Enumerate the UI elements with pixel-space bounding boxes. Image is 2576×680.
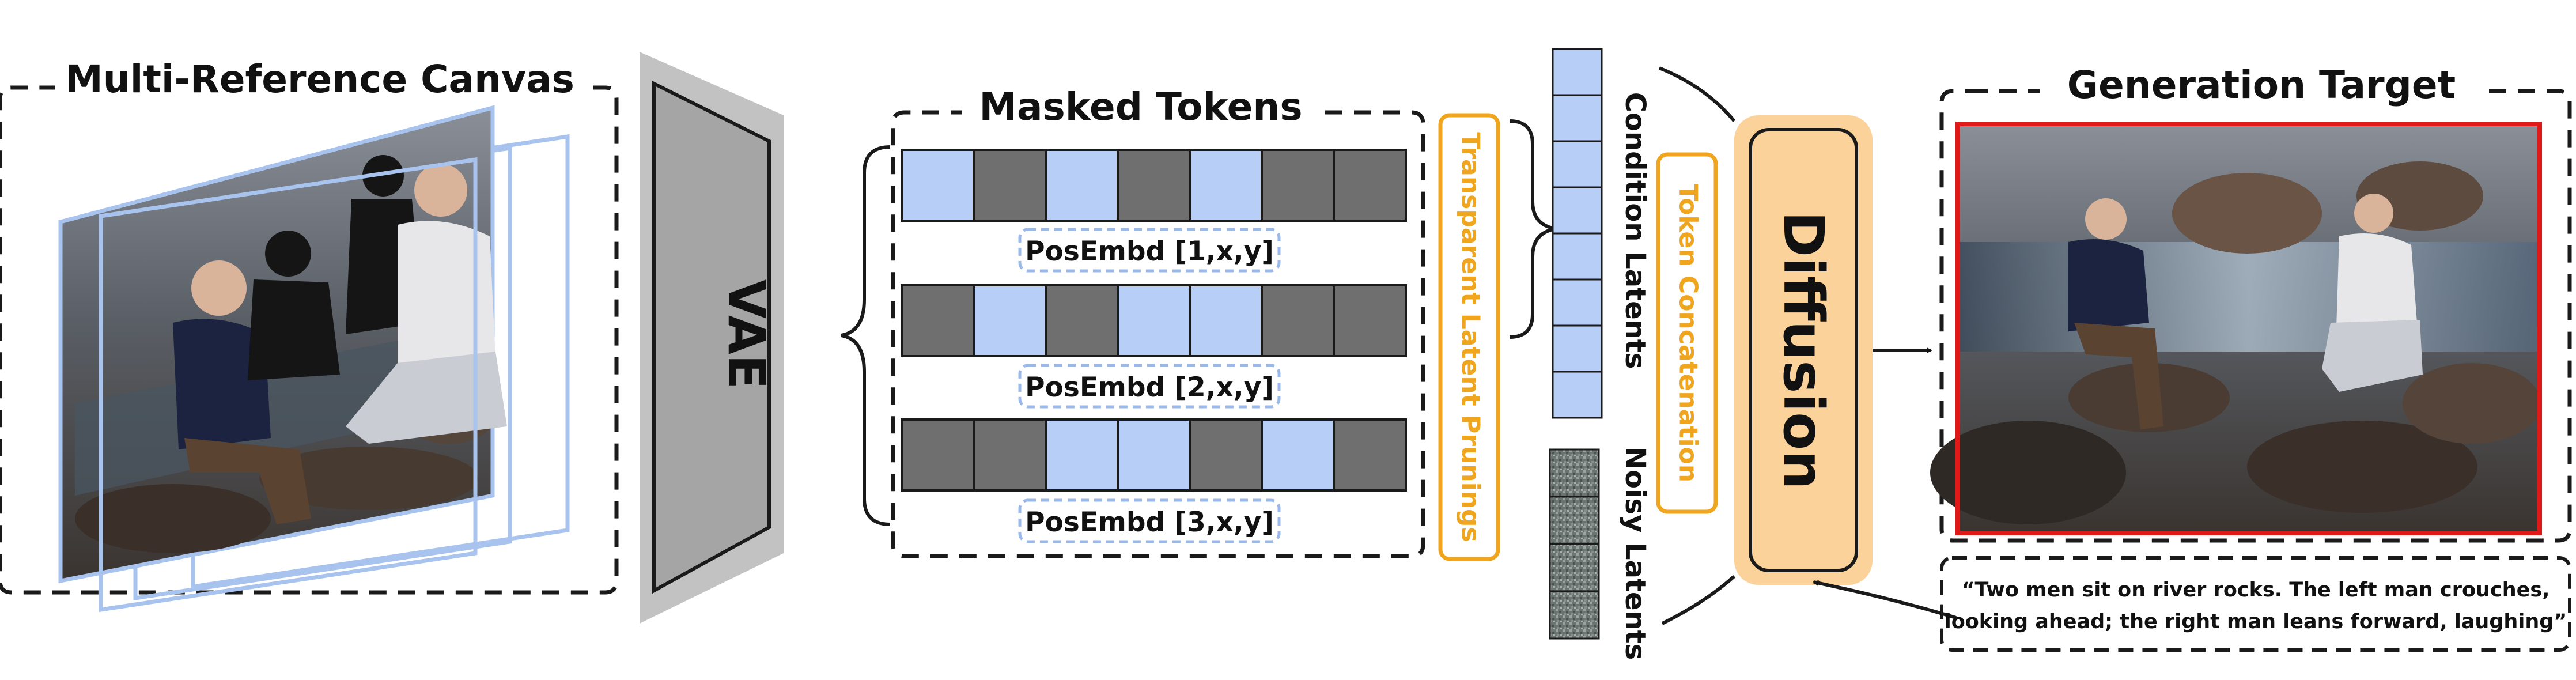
pruning-label: Transparent Latent Prunings — [1456, 132, 1485, 542]
connector-top — [1658, 66, 1736, 122]
noisy-latents: Noisy Latents — [1549, 447, 1651, 660]
noisy-latent-cell — [1549, 448, 1600, 498]
masked-tokens-dashed-border — [891, 110, 1425, 558]
noisy-latent-cell — [1549, 543, 1600, 592]
condition-latent-cell — [1552, 278, 1603, 327]
canvas-layer-1 — [99, 157, 478, 613]
token-masked-3-5 — [1189, 418, 1263, 492]
vae-label: VAE — [717, 279, 776, 389]
token-masked-3-7 — [1333, 418, 1407, 492]
left-curly-brace — [841, 145, 891, 526]
noisy-latents-label: Noisy Latents — [1619, 447, 1651, 660]
token-masked-1-2 — [973, 149, 1047, 222]
vae-inner-shape — [652, 81, 771, 594]
target-red-border — [1955, 122, 2542, 535]
target-title: Generation Target — [2067, 63, 2456, 107]
target-person-right — [2322, 194, 2423, 392]
shadow-silhouette-1 — [248, 231, 340, 380]
condition-latent-stack — [1552, 48, 1603, 419]
token-visible-3-4 — [1117, 418, 1191, 492]
token-concatenation-label: Token Concatenation — [1674, 184, 1703, 482]
connector-bottom — [1661, 575, 1736, 625]
noisy-latent-cell — [1549, 496, 1600, 545]
posembd-text-3: PosEmbd [3,x,y] — [1025, 507, 1274, 538]
prompt-line-1: “Two men sit on river rocks. The left ma… — [1962, 579, 2550, 602]
masked-tokens-title-bg — [962, 81, 1319, 133]
canvas-dashed-border — [0, 85, 619, 595]
multi-reference-canvas-panel: Multi-Reference Canvas — [0, 52, 619, 613]
canvas-photo-layer — [58, 105, 507, 584]
generated-image — [1930, 122, 2542, 535]
pruning-box: Transparent Latent Prunings — [1438, 113, 1500, 561]
condition-latent-cell — [1552, 94, 1603, 142]
diffusion-inner — [1749, 128, 1858, 572]
condition-latents-label: Condition Latents — [1619, 92, 1651, 369]
generation-target-panel: Generation Target — [1930, 58, 2572, 543]
token-masked-2-7 — [1333, 284, 1407, 357]
token-masked-3-1 — [901, 418, 975, 492]
diffusion-label: Diffusion — [1771, 211, 1836, 489]
person-silhouette-right — [346, 164, 507, 444]
target-person-left — [2068, 198, 2163, 429]
diffusion-block: Diffusion — [1734, 115, 1873, 585]
canvas-title-bg — [55, 52, 585, 107]
canvas-title: Multi-Reference Canvas — [65, 57, 574, 101]
posembd-text-1: PosEmbd [1,x,y] — [1025, 236, 1274, 267]
token-masked-1-7 — [1333, 149, 1407, 222]
token-masked-2-1 — [901, 284, 975, 357]
token-masked-1-6 — [1261, 149, 1335, 222]
person-silhouette-left — [173, 260, 311, 524]
token-masked-2-3 — [1045, 284, 1119, 357]
posembd-label-3: PosEmbd [3,x,y] — [1018, 498, 1281, 543]
masked-tokens-panel: Masked Tokens PosEmbd [1,x,y] PosEmbd [2… — [891, 81, 1425, 558]
noisy-latent-stack — [1549, 448, 1600, 640]
token-visible-2-5 — [1189, 284, 1263, 357]
token-masked-1-4 — [1117, 149, 1191, 222]
prompt-arrow — [1813, 580, 1957, 619]
token-visible-1-5 — [1189, 149, 1263, 222]
condition-latent-cell — [1552, 186, 1603, 235]
noisy-latent-cell — [1549, 590, 1600, 640]
token-visible-1-3 — [1045, 149, 1119, 222]
posembd-label-1: PosEmbd [1,x,y] — [1018, 228, 1281, 273]
condition-latent-cell — [1552, 324, 1603, 373]
token-visible-2-2 — [973, 284, 1047, 357]
posembd-labels: PosEmbd [1,x,y] PosEmbd [2,x,y] PosEmbd … — [1018, 228, 1281, 543]
token-concatenation-box: Token Concatenation — [1656, 152, 1718, 514]
target-dashed-border — [1939, 89, 2572, 543]
token-masked-2-6 — [1261, 284, 1335, 357]
target-title-bg — [2040, 58, 2483, 109]
right-curly-brace — [1509, 119, 1556, 339]
token-rows — [901, 149, 1407, 492]
token-masked-3-2 — [973, 418, 1047, 492]
vae-encoder: VAE — [640, 52, 784, 624]
posembd-text-2: PosEmbd [2,x,y] — [1025, 372, 1274, 403]
posembd-label-2: PosEmbd [2,x,y] — [1018, 364, 1281, 409]
condition-latent-cell — [1552, 140, 1603, 188]
condition-latent-cell — [1552, 48, 1603, 96]
text-prompt-box: “Two men sit on river rocks. The left ma… — [1940, 556, 2571, 652]
token-visible-3-6 — [1261, 418, 1335, 492]
masked-tokens-title: Masked Tokens — [979, 85, 1302, 129]
token-visible-3-3 — [1045, 418, 1119, 492]
condition-latent-cell — [1552, 232, 1603, 281]
condition-latents: Condition Latents — [1552, 48, 1651, 419]
prompt-line-2: looking ahead; the right man leans forwa… — [1945, 610, 2567, 633]
token-visible-1-1 — [901, 149, 975, 222]
condition-latent-cell — [1552, 371, 1603, 419]
token-visible-2-4 — [1117, 284, 1191, 357]
